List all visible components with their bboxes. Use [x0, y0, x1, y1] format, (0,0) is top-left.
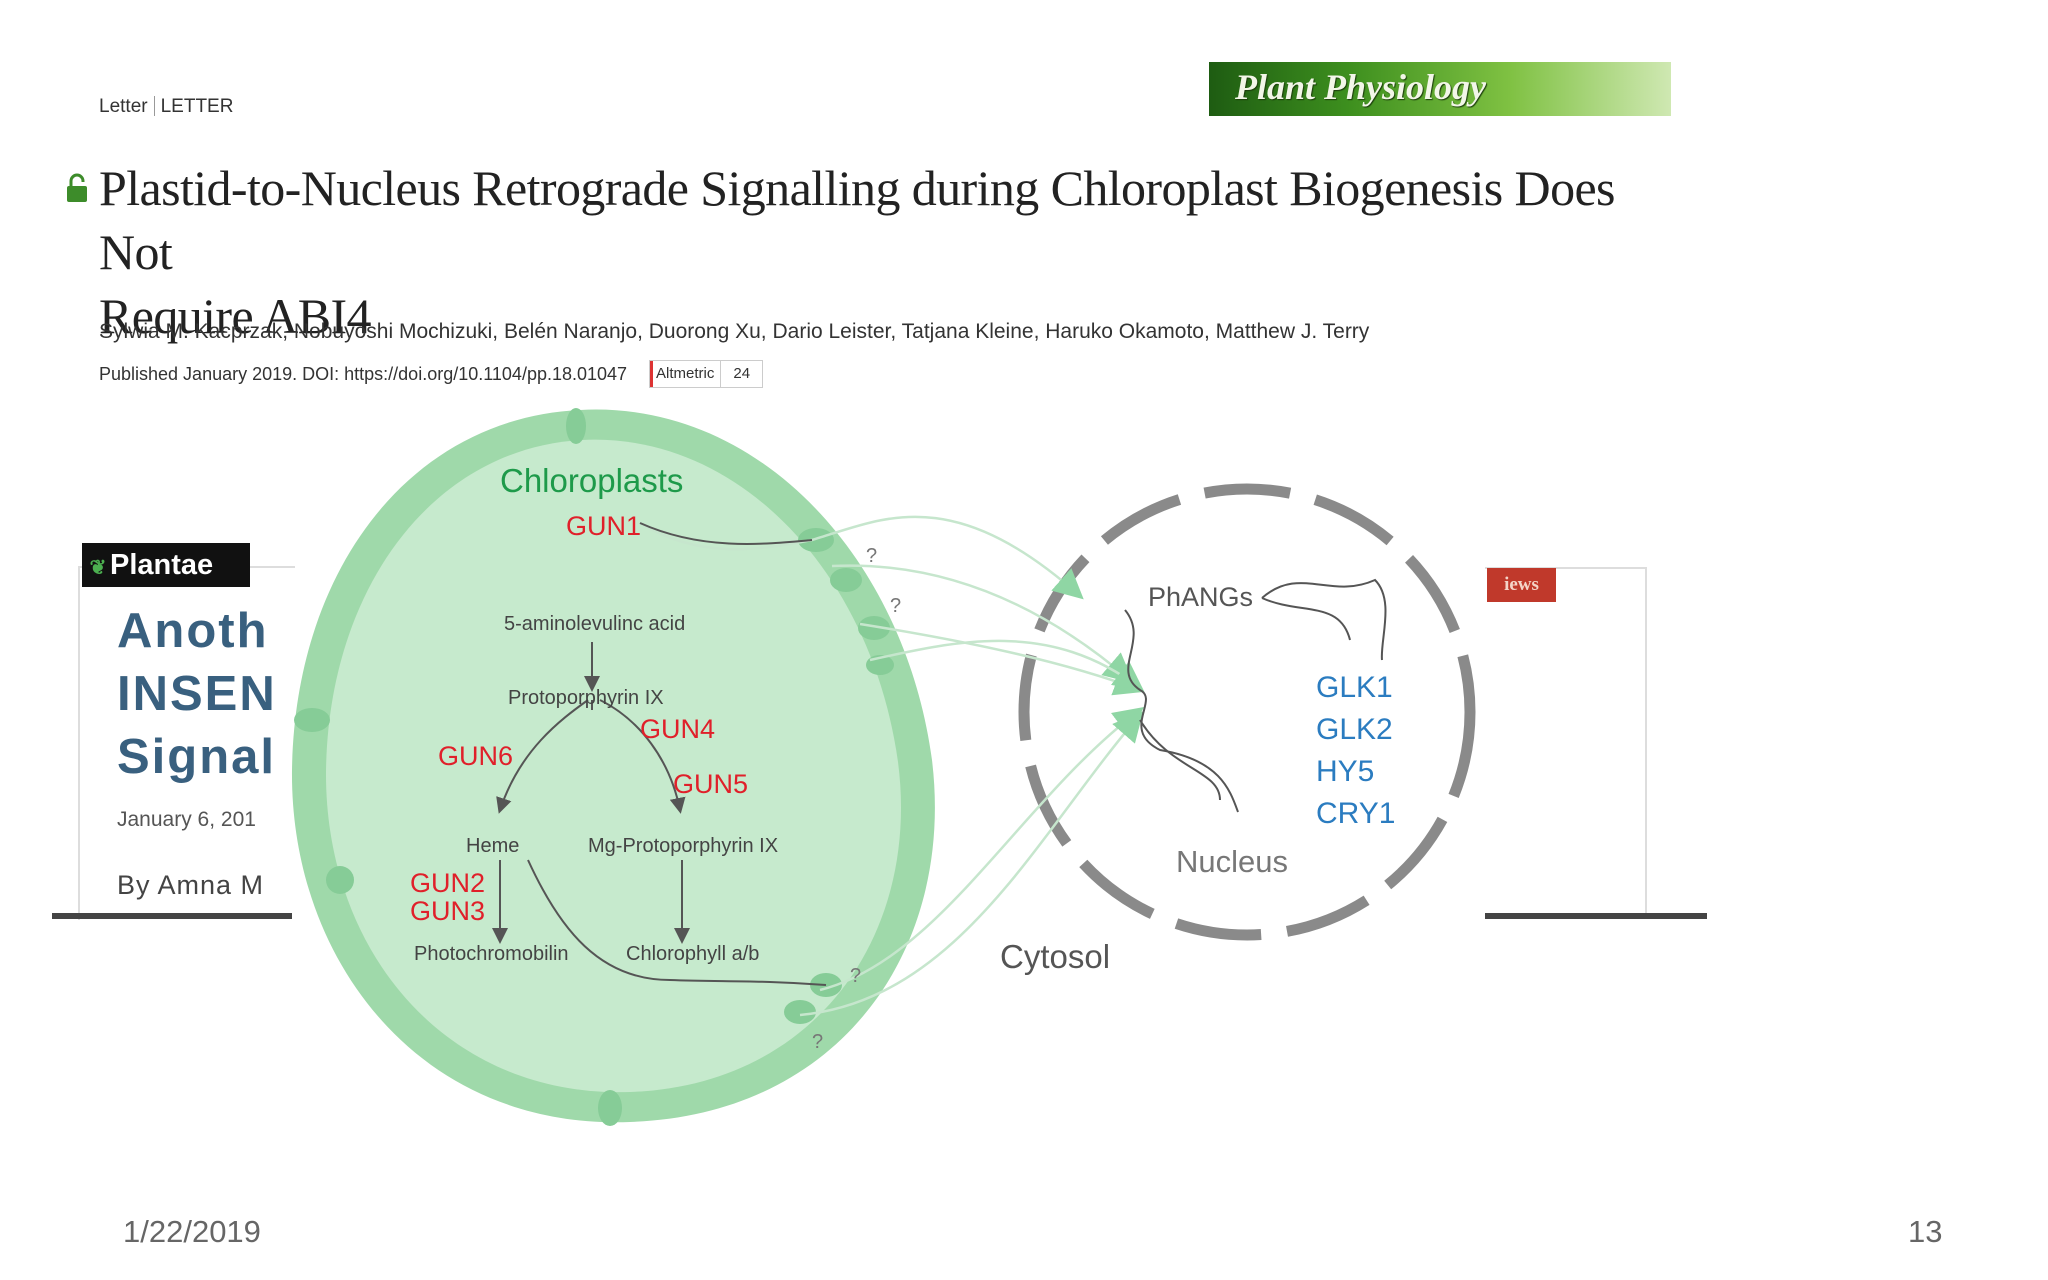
pathway-arrows	[492, 522, 827, 986]
article-type: Letter LETTER	[99, 96, 233, 118]
mg-protoporphyrin-label: Mg-Protoporphyrin IX	[588, 835, 778, 857]
heme-label: Heme	[466, 835, 519, 857]
article-title[interactable]: Plastid-to-Nucleus Retrograde Signalling…	[99, 156, 1659, 348]
photochromobilin-label: Photochromobilin	[414, 943, 569, 965]
question-mark-2: ?	[890, 595, 901, 617]
gun1-label: GUN1	[566, 511, 641, 541]
membrane-pores	[294, 408, 894, 1126]
question-mark-1: ?	[866, 545, 877, 567]
gun6-label: GUN6	[438, 741, 513, 771]
card-underline-left	[52, 913, 292, 919]
plantae-title-line-3: Signal	[117, 730, 277, 784]
chloroplast-inner	[325, 439, 901, 1093]
unlock-icon	[67, 173, 87, 202]
ala-label: 5-aminolevulinc acid	[504, 613, 685, 635]
cytosol-label: Cytosol	[1000, 938, 1110, 975]
author-list[interactable]: Sylwia M. Kacprzak, Nobuyoshi Mochizuki,…	[99, 320, 1370, 343]
altmetric-label: Altmetric	[650, 361, 722, 387]
article-type-left: Letter	[99, 96, 148, 117]
right-card	[1485, 567, 1647, 914]
slide-date: 1/22/2019	[123, 1214, 261, 1249]
gun5-label: GUN5	[673, 769, 748, 799]
cry1-label: CRY1	[1316, 797, 1395, 830]
plantae-date: January 6, 201	[117, 808, 256, 831]
views-button[interactable]: iews	[1487, 568, 1556, 602]
hy5-label: HY5	[1316, 755, 1374, 788]
altmetric-score: 24	[733, 365, 751, 382]
chlorophyll-label: Chlorophyll a/b	[626, 943, 759, 965]
gun3-label: GUN3	[410, 896, 485, 926]
journal-logo: Plant Physiology	[1209, 62, 1671, 116]
nucleus-envelope	[1018, 483, 1476, 941]
separator	[153, 96, 155, 116]
nucleus-signal-lines	[1124, 578, 1387, 813]
protoporphyrin-label: Protoporphyrin IX	[508, 687, 664, 709]
gun2-label: GUN2	[410, 868, 485, 898]
article-title-line-2: Require ABI4	[99, 288, 372, 344]
plantae-byline: By Amna M	[117, 870, 265, 900]
publication-info: Published January 2019. DOI: https://doi…	[99, 360, 764, 388]
journal-logo-text: Plant Physiology	[1235, 67, 1486, 107]
article-title-line-1: Plastid-to-Nucleus Retrograde Signalling…	[99, 160, 1616, 280]
nucleus-label: Nucleus	[1176, 844, 1288, 879]
glk2-label: GLK2	[1316, 713, 1393, 746]
plantae-title-line-2: INSEN	[117, 667, 277, 721]
glk1-label: GLK1	[1316, 671, 1393, 704]
plantae-label-text: Plantae	[110, 549, 214, 581]
card-underline-right	[1485, 913, 1707, 919]
plantae-label: ❦Plantae	[82, 543, 250, 587]
plantae-title-line-1: Anoth	[117, 604, 269, 658]
phangs-label: PhANGs	[1148, 582, 1253, 612]
gun4-label: GUN4	[640, 714, 715, 744]
article-type-right: LETTER	[160, 96, 234, 117]
question-mark-3: ?	[850, 965, 861, 987]
slide-number: 13	[1908, 1214, 1943, 1249]
leaf-icon: ❦	[89, 557, 107, 579]
chloroplasts-label: Chloroplasts	[500, 462, 683, 499]
plantae-article-title[interactable]: Anoth INSEN Signal	[117, 600, 277, 789]
published-doi[interactable]: Published January 2019. DOI: https://doi…	[99, 363, 628, 384]
question-mark-4: ?	[812, 1031, 823, 1053]
signal-arrows	[639, 515, 1145, 1017]
altmetric-badge[interactable]: Altmetric 24	[649, 360, 764, 388]
